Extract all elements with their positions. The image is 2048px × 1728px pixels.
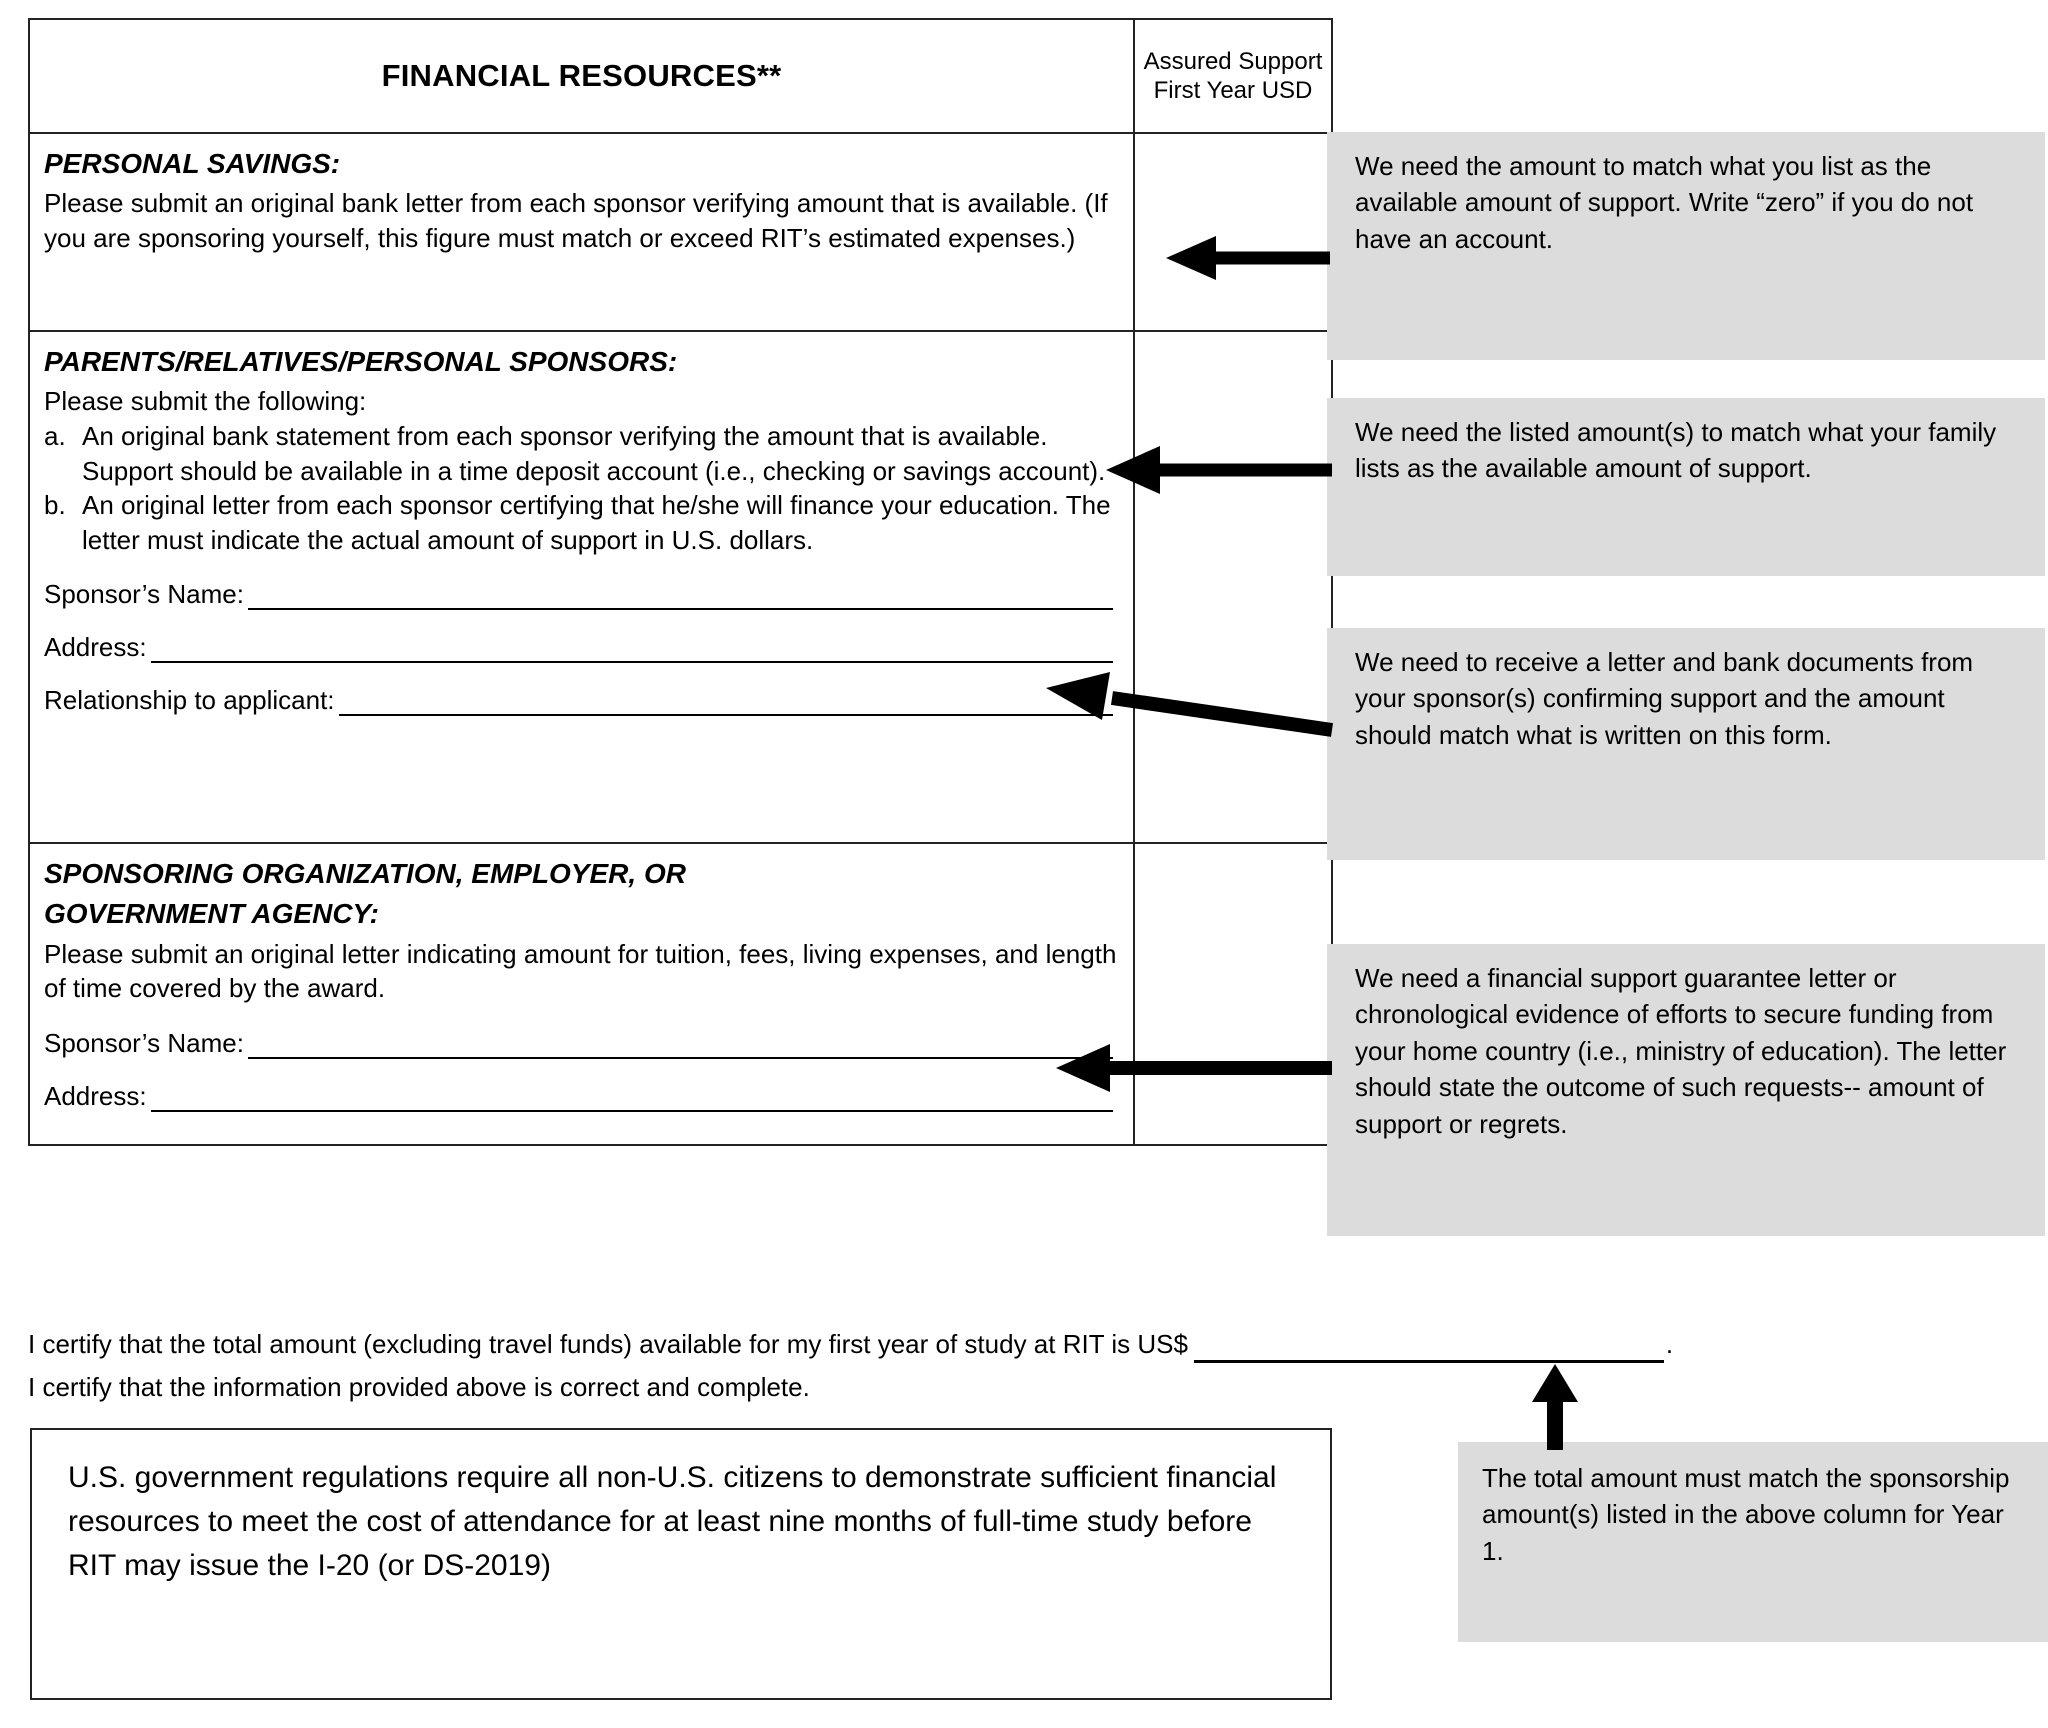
table-row-parents-relatives: PARENTS/RELATIVES/PERSONAL SPONSORS: Ple… — [30, 332, 1331, 844]
parents-sponsor-name-row: Sponsor’s Name: — [44, 579, 1119, 611]
parents-relatives-cell: PARENTS/RELATIVES/PERSONAL SPONSORS: Ple… — [30, 332, 1135, 842]
org-sponsor-name-row: Sponsor’s Name: — [44, 1028, 1119, 1059]
sponsoring-organization-cell: SPONSORING ORGANIZATION, EMPLOYER, OR GO… — [30, 844, 1135, 1144]
callout-personal-savings: We need the amount to match what you lis… — [1327, 132, 2045, 360]
org-address-label: Address: — [44, 1080, 147, 1111]
parents-address-row: Address: — [44, 632, 1119, 664]
parents-address-input[interactable] — [150, 635, 1113, 664]
org-address-input[interactable] — [150, 1084, 1113, 1112]
table-header-row: FINANCIAL RESOURCES** Assured Support Fi… — [30, 20, 1331, 134]
certification-block: I certify that the total amount (excludi… — [28, 1326, 2008, 1406]
sponsoring-organization-heading-line1: SPONSORING ORGANIZATION, EMPLOYER, OR — [44, 858, 686, 889]
parents-relationship-row: Relationship to applicant: — [44, 685, 1119, 717]
assured-support-header-cell: Assured Support First Year USD — [1135, 20, 1331, 132]
certification-total-input[interactable] — [1193, 1336, 1664, 1363]
parents-relatives-amount-field[interactable] — [1135, 332, 1331, 842]
parents-sponsor-name-label: Sponsor’s Name: — [44, 579, 244, 610]
parents-relatives-list: a. An original bank statement from each … — [44, 419, 1119, 557]
list-item: b. An original letter from each sponsor … — [44, 488, 1119, 557]
sponsoring-organization-body: Please submit an original letter indicat… — [44, 938, 1117, 1004]
certification-line-2: I certify that the information provided … — [28, 1371, 810, 1402]
header-title-cell: FINANCIAL RESOURCES** — [30, 20, 1135, 132]
assured-support-label-line1: Assured Support — [1143, 47, 1323, 75]
parents-address-label: Address: — [44, 632, 147, 663]
parents-sponsor-name-input[interactable] — [247, 582, 1113, 611]
personal-savings-body: Please submit an original bank letter fr… — [44, 188, 1108, 253]
certification-prefix-text: I certify that the total amount (excludi… — [28, 1329, 1188, 1359]
callout-government-support: We need a financial support guarantee le… — [1327, 944, 2045, 1236]
certification-line-1: I certify that the total amount (excludi… — [28, 1326, 2008, 1363]
sponsoring-organization-amount-field[interactable] — [1135, 844, 1331, 1144]
callout-total-amount: The total amount must match the sponsors… — [1458, 1442, 2048, 1642]
org-sponsor-name-input[interactable] — [247, 1031, 1113, 1059]
personal-savings-heading: PERSONAL SAVINGS: — [44, 148, 341, 179]
parents-relationship-input[interactable] — [338, 688, 1113, 717]
financial-resources-table: FINANCIAL RESOURCES** Assured Support Fi… — [28, 18, 1333, 1146]
parents-relationship-label: Relationship to applicant: — [44, 685, 335, 716]
page-title: FINANCIAL RESOURCES** — [381, 58, 782, 93]
list-marker-b: b. — [44, 490, 66, 521]
government-regulations-notice-text: U.S. government regulations require all … — [68, 1461, 1277, 1582]
org-address-row: Address: — [44, 1081, 1119, 1112]
parents-relatives-intro: Please submit the following: — [44, 386, 367, 417]
personal-savings-cell: PERSONAL SAVINGS: Please submit an origi… — [30, 134, 1135, 330]
list-text-a: An original bank statement from each spo… — [82, 420, 1106, 486]
personal-savings-amount-field[interactable] — [1135, 134, 1331, 330]
parents-relatives-heading: PARENTS/RELATIVES/PERSONAL SPONSORS: — [44, 346, 678, 377]
assured-support-label-line2: First Year USD — [1153, 77, 1313, 104]
callout-family-amount: We need the listed amount(s) to match wh… — [1327, 398, 2045, 576]
callout-sponsor-letter: We need to receive a letter and bank doc… — [1327, 628, 2045, 860]
list-item: a. An original bank statement from each … — [44, 419, 1119, 488]
org-sponsor-name-label: Sponsor’s Name: — [44, 1027, 244, 1058]
list-marker-a: a. — [44, 420, 66, 451]
table-row-sponsoring-organization: SPONSORING ORGANIZATION, EMPLOYER, OR GO… — [30, 844, 1331, 1144]
sponsoring-organization-heading-line2: GOVERNMENT AGENCY: — [44, 898, 379, 930]
table-row-personal-savings: PERSONAL SAVINGS: Please submit an origi… — [30, 134, 1331, 332]
list-text-b: An original letter from each sponsor cer… — [82, 490, 1111, 555]
government-regulations-notice-box: U.S. government regulations require all … — [30, 1428, 1332, 1700]
certification-suffix-text: . — [1665, 1329, 1674, 1359]
